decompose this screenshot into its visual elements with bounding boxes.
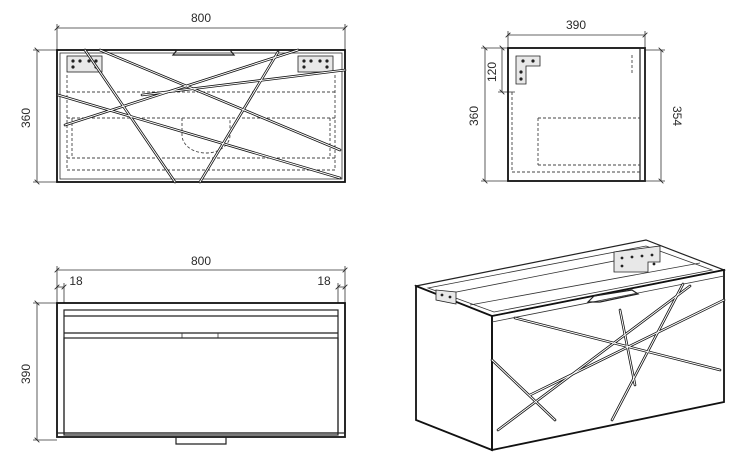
side-hidden-lines: [511, 55, 640, 173]
front-height-dimension: 360: [19, 50, 57, 182]
top-right-side-dimension: 18: [317, 274, 345, 303]
iso-left-panel: [415, 284, 493, 452]
side-depth-dimension: 390: [508, 18, 645, 48]
top-view: 800 18 18 390: [19, 254, 346, 445]
top-outline: [56, 302, 346, 438]
front-decorative-grooves: [56, 48, 347, 184]
top-handle: [175, 437, 227, 445]
side-inner-height-label: 354: [670, 106, 684, 126]
top-width-label: 800: [191, 254, 211, 268]
iso-handle: [586, 289, 640, 303]
iso-view: [413, 239, 727, 452]
side-depth-label: 390: [566, 18, 586, 32]
top-depth-label: 390: [19, 364, 33, 384]
iso-decorative-grooves: [490, 282, 726, 432]
side-top-offset-label: 120: [485, 62, 499, 82]
front-hidden-lines: [66, 75, 336, 171]
side-height-label: 360: [467, 106, 481, 126]
front-handle: [171, 49, 236, 56]
front-bracket-right: [297, 55, 334, 73]
front-view: 800 360: [19, 11, 345, 182]
front-width-dimension: 800: [57, 11, 345, 50]
top-left-side-label: 18: [69, 274, 83, 288]
iso-front-face: [491, 268, 725, 452]
side-height-dimension: 360: [467, 48, 508, 181]
side-view: 390 360 120 354: [467, 18, 684, 181]
iso-bracket-front: [435, 289, 457, 305]
top-left-side-dimension: 18: [57, 274, 83, 303]
top-width-dimension: 800: [57, 254, 345, 303]
side-bracket: [515, 55, 541, 85]
front-width-label: 800: [191, 11, 211, 25]
front-height-label: 360: [19, 108, 33, 128]
side-top-offset-dimension: 120: [485, 48, 515, 92]
top-right-side-label: 18: [317, 274, 331, 288]
front-bracket-left: [66, 55, 103, 73]
side-outline: [507, 47, 646, 182]
iso-bracket-back: [613, 245, 661, 273]
top-depth-dimension: 390: [19, 303, 57, 440]
side-inner-height-dimension: 354: [645, 50, 684, 181]
